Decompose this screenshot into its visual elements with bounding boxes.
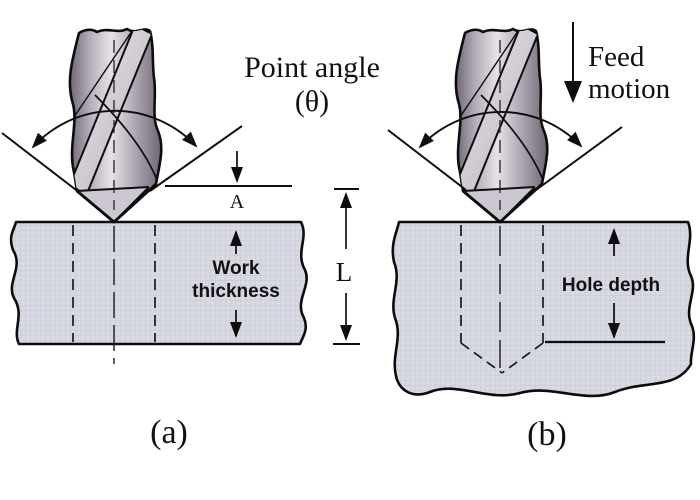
feed-motion-line1: Feed: [588, 41, 645, 73]
drill-bit-a: [68, 27, 163, 224]
caption-a: (a): [150, 414, 188, 451]
approach-dimension-a: [165, 151, 292, 187]
length-dimension: [333, 188, 360, 345]
panel-a: [1, 27, 360, 364]
point-angle-lines-b: [387, 126, 623, 191]
length-label: L: [335, 257, 353, 287]
point-angle-lines-a: [1, 125, 243, 194]
point-angle-arc-b: [418, 111, 583, 149]
panel-b: [387, 22, 696, 398]
hole-depth-dimension: [545, 228, 665, 344]
feed-motion-line2: motion: [588, 73, 671, 106]
caption-b: (b): [527, 416, 567, 453]
point-angle-symbol: (θ): [294, 84, 330, 118]
hole-depth-label: Hole depth: [561, 275, 661, 296]
work-thickness-label: Work thickness: [176, 257, 296, 303]
work-thickness-line1: Work: [212, 258, 260, 279]
hole-outline-b: [460, 225, 544, 374]
drill-bit-b: [456, 25, 547, 222]
hole-outline-a: [72, 225, 156, 342]
point-angle-label: Point angle (θ): [217, 51, 407, 118]
point-angle-arc-a: [31, 109, 198, 149]
work-thickness-line2: thickness: [192, 281, 280, 302]
feed-motion-label: Feed motion: [588, 41, 670, 106]
point-angle-text: Point angle: [244, 51, 380, 84]
approach-allowance-label: A: [229, 191, 245, 213]
